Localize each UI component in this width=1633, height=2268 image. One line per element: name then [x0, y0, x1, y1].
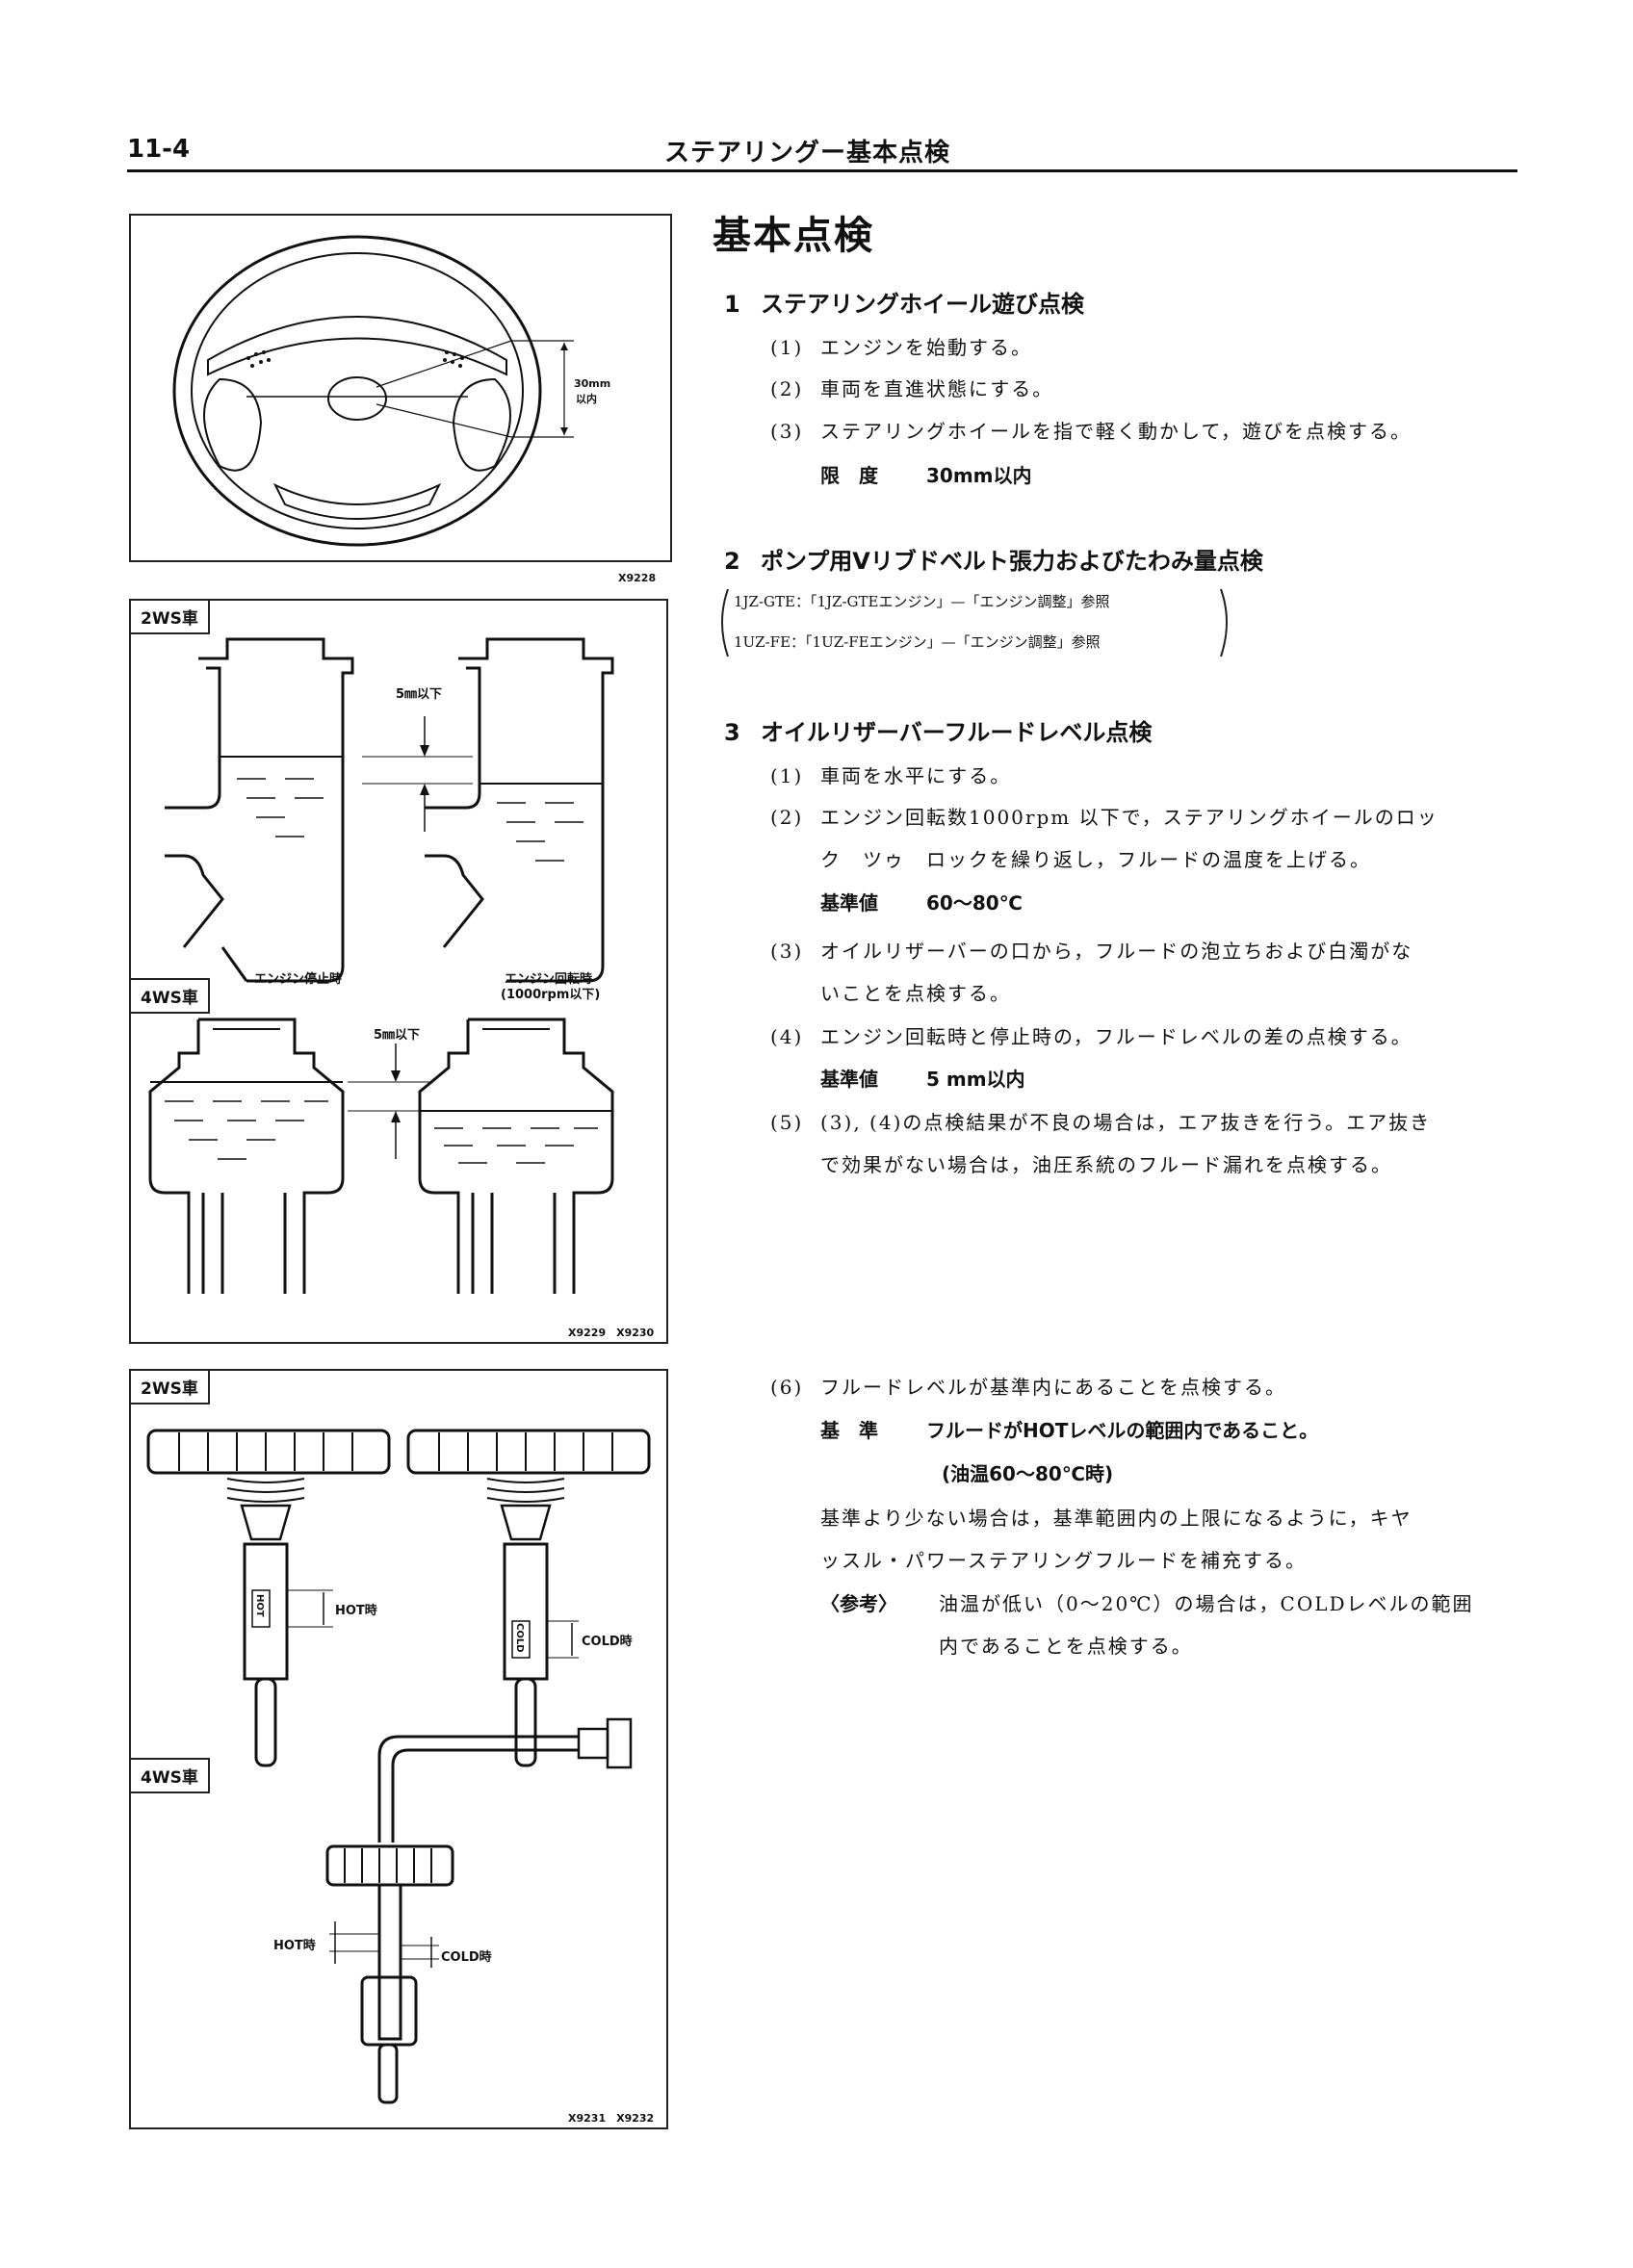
limit-label: 限 度 [820, 464, 878, 487]
label-hot-2ws: HOT時 [335, 1604, 377, 1618]
figure-reservoir-level: 2WS車 4WS車 5㎜以下 5㎜以下 エンジン停止時 エンジン回転時 (100… [129, 599, 668, 1344]
std-value: 5 mm以内 [926, 1068, 1025, 1091]
figure-code: X9229 X9230 [568, 1327, 655, 1339]
tag-4ws: 4WS車 [131, 1758, 210, 1793]
stick-cold-mark: COLD [514, 1623, 525, 1653]
item-number: (3) [770, 420, 804, 443]
item-number: (3) [770, 940, 804, 963]
reservoir-drawing [148, 637, 614, 1294]
stick-hot-mark: HOT [254, 1594, 265, 1617]
label-cold-2ws: COLD時 [582, 1635, 633, 1649]
section-number: 3 [724, 719, 740, 746]
item-number: (1) [770, 336, 804, 359]
page-header-title: ステアリングー基本点検 [664, 139, 951, 168]
reference-label: 〈参考〉 [820, 1592, 897, 1615]
caption-engine-stopped: エンジン停止時 [254, 972, 343, 987]
item-text: 車両を直進状態にする。 [820, 377, 1054, 400]
dim-5mm-2ws: 5㎜以下 [396, 687, 443, 702]
s3-item-2-cont: ク ツゥ ロックを繰り返し，フルードの温度を上げる。 [820, 848, 1371, 871]
std-value: 60～80℃ [926, 891, 1023, 915]
section-number: 2 [724, 548, 740, 575]
caption-rpm: (1000rpm以下) [501, 988, 601, 1002]
std-label: 基準値 [820, 1068, 878, 1091]
s3-item-2: (2) エンジン回転数1000rpm 以下で，ステアリングホイールのロッ [770, 802, 1439, 830]
caption-engine-running: エンジン回転時 [505, 972, 593, 987]
s3-para-line-1: 基準より少ない場合は，基準範囲内の上限になるように，キヤ [820, 1507, 1413, 1530]
dim-5mm-4ws: 5㎜以下 [374, 1028, 421, 1043]
item-text: フルードレベルが基準内にあることを点検する。 [820, 1376, 1286, 1399]
label-cold-4ws: COLD時 [441, 1950, 492, 1965]
main-title: 基本点検 [713, 214, 874, 258]
tag-2ws: 2WS車 [131, 1371, 210, 1405]
item-number: (1) [770, 764, 804, 787]
std-label: 基準値 [820, 891, 878, 915]
figure-steering-wheel: 30mm 以内 X9228 [129, 214, 672, 584]
page-number: 11-4 [127, 135, 191, 164]
s1-item-2: (2) 車両を直進状態にする。 [770, 374, 1053, 401]
s3-item-6: (6) フルードレベルが基準内にあることを点検する。 [770, 1372, 1286, 1400]
section-title: ステアリングホイール遊び点検 [761, 291, 1084, 318]
section-3-heading: 3 オイルリザーバーフルードレベル点検 [724, 713, 1152, 747]
item-number: (5) [770, 1111, 804, 1134]
item-text: エンジンを始動する。 [820, 336, 1032, 359]
s3-std-6: 基 準 フルードがHOTレベルの範囲内であること。 [820, 1415, 1318, 1443]
figure-dipstick-level: 2WS車 4WS車 HOT COLD HOT時 COLD時 HOT時 COLD時… [129, 1369, 668, 2129]
item-number: (2) [770, 377, 804, 400]
item-number: (4) [770, 1025, 804, 1048]
s2-refs: 1JZ-GTE：「1JZ-GTEエンジン」—「エンジン調整」参照 1UZ-FE：… [714, 585, 1234, 662]
item-text: (3), (4)の点検結果が不良の場合は，エア抜きを行う。エア抜き [820, 1111, 1432, 1134]
item-text: エンジン回転時と停止時の，フルードレベルの差の点検する。 [820, 1025, 1413, 1048]
dipstick-drawing [146, 1429, 651, 2104]
tag-4ws: 4WS車 [131, 978, 210, 1014]
section-number: 1 [724, 291, 740, 318]
item-text: ステアリングホイールを指で軽く動かして，遊びを点検する。 [820, 420, 1412, 443]
section-title: オイルリザーバーフルードレベル点検 [761, 719, 1153, 746]
ref-1jz: 1JZ-GTE：「1JZ-GTEエンジン」—「エンジン調整」参照 [734, 593, 1110, 610]
steering-wheel-drawing [172, 235, 574, 547]
item-text: 車両を水平にする。 [820, 764, 1012, 787]
reference-line-1: 油温が低い（0～20℃）の場合は，COLDレベルの範囲 [939, 1592, 1474, 1615]
tag-2ws: 2WS車 [131, 601, 210, 634]
section-1-heading: 1 ステアリングホイール遊び点検 [724, 285, 1084, 319]
s3-item-4: (4) エンジン回転時と停止時の，フルードレベルの差の点検する。 [770, 1021, 1413, 1049]
dim-30mm: 30mm [574, 377, 611, 390]
section-2-heading: 2 ポンプ用Vリブドベルト張力およびたわみ量点検 [724, 542, 1263, 576]
ref-1uz: 1UZ-FE：「1UZ-FEエンジン」—「エンジン調整」参照 [734, 633, 1101, 651]
std-value: フルードがHOTレベルの範囲内であること。 [926, 1419, 1319, 1442]
reference-line-2: 内であることを点検する。 [939, 1635, 1193, 1658]
s3-std-2: 基準値 60～80℃ [820, 888, 1023, 915]
paren-brackets [721, 588, 1228, 657]
item-number: (6) [770, 1376, 804, 1399]
s3-std-4: 基準値 5 mm以内 [820, 1064, 1025, 1092]
header-rule [127, 169, 1517, 172]
s3-item-3-cont: いことを点検する。 [820, 982, 1011, 1005]
item-text: エンジン回転数1000rpm 以下で，ステアリングホイールのロッ [820, 806, 1439, 829]
s3-item-1: (1) 車両を水平にする。 [770, 760, 1011, 788]
figure-code: X9228 [618, 572, 657, 584]
std-label: 基 準 [820, 1419, 878, 1442]
s1-item-3: (3) ステアリングホイールを指で軽く動かして，遊びを点検する。 [770, 416, 1412, 444]
s3-item-5: (5) (3), (4)の点検結果が不良の場合は，エア抜きを行う。エア抜き [770, 1107, 1431, 1135]
limit-value: 30mm以内 [926, 464, 1032, 487]
s3-std-6-sub: (油温60～80℃時) [942, 1462, 1114, 1485]
s3-item-5-cont: で効果がない場合は，油圧系統のフルード漏れを点検する。 [820, 1153, 1392, 1176]
section-title: ポンプ用Vリブドベルト張力およびたわみ量点検 [761, 548, 1263, 575]
item-number: (2) [770, 806, 804, 829]
label-hot-4ws: HOT時 [273, 1939, 316, 1953]
s3-para-line-2: ッスル・パワーステアリングフルードを補充する。 [820, 1549, 1307, 1572]
s1-limit: 限 度 30mm以内 [820, 460, 1032, 488]
figure-code: X9231 X9232 [568, 2112, 655, 2125]
s3-item-3: (3) オイルリザーバーの口から，フルードの泡立ちおよび白濁がな [770, 936, 1413, 964]
dim-unit: 以内 [576, 393, 597, 405]
s1-item-1: (1) エンジンを始動する。 [770, 332, 1032, 360]
item-text: オイルリザーバーの口から，フルードの泡立ちおよび白濁がな [820, 940, 1413, 963]
